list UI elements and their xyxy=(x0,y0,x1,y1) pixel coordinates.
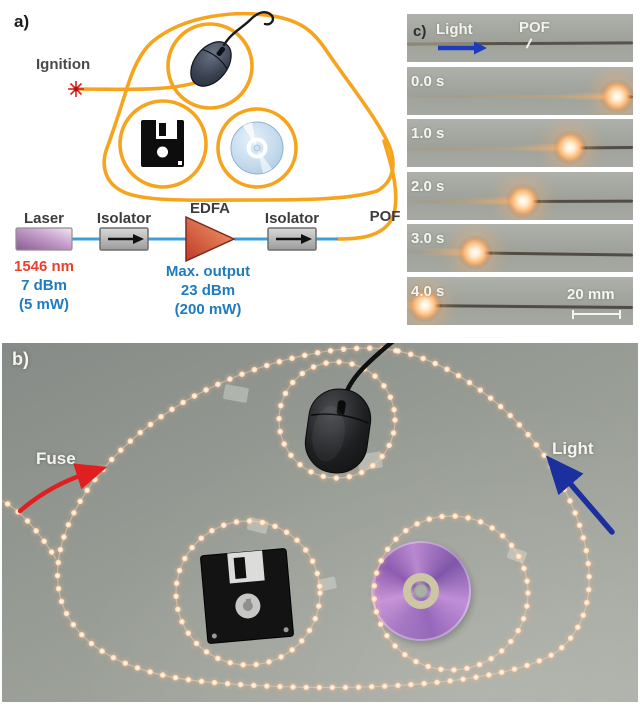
frame-time: 3.0 s xyxy=(411,230,445,247)
frame-time: 4.0 s xyxy=(411,282,445,300)
panel-c-photo-sequence: c) Light POF 0.0 s xyxy=(407,14,633,333)
cd-icon xyxy=(230,121,284,175)
laser-power-dbm: 7 dBm xyxy=(21,277,67,294)
panel-b-photo: b) Fuse Light xyxy=(2,343,638,702)
fuse-frame-1: 1.0 s xyxy=(407,119,633,167)
isolator-2-label: Isolator xyxy=(264,210,320,227)
pof-callout-label: POF xyxy=(519,19,550,36)
light-direction-label: Light xyxy=(436,21,473,38)
floppy-disk-icon xyxy=(141,120,184,167)
fuse-glow-spot xyxy=(552,130,587,165)
isolator-1-icon xyxy=(99,227,149,251)
tape-piece xyxy=(223,384,249,403)
laser-box xyxy=(15,227,73,251)
edfa-power-dbm: 23 dBm xyxy=(180,282,236,299)
panel-a-schematic: a) Ignition Laser Isolator EDFA Isolator… xyxy=(0,0,406,340)
glowing-fiber-path xyxy=(2,348,589,687)
panel-c-label: c) xyxy=(413,23,427,40)
mouse-icon xyxy=(190,41,232,87)
outer-loop xyxy=(102,11,395,202)
mouse-loop xyxy=(166,22,254,110)
fuse-glow-spot xyxy=(506,183,541,218)
signal-chain xyxy=(15,215,338,263)
edfa-power-mw: (200 mW) xyxy=(174,301,242,318)
frame-time: 2.0 s xyxy=(411,177,445,195)
edfa-max-output: Max. output xyxy=(165,263,251,280)
laser-label: Laser xyxy=(23,210,65,227)
fuse-frame-0: 0.0 s xyxy=(407,66,633,115)
cd-center-ring xyxy=(403,573,439,609)
light-label: Light xyxy=(552,439,594,458)
cd-loop xyxy=(216,107,298,189)
frame-time: 1.0 s xyxy=(411,125,445,142)
schematic-drawing xyxy=(15,11,398,263)
ignition-spark-icon xyxy=(68,81,84,97)
edfa-amplifier-icon xyxy=(185,215,236,263)
fuse-glow-spot xyxy=(457,235,492,270)
fuse-frame-4: 4.0 s 20 mm xyxy=(407,276,633,325)
isolator-1-label: Isolator xyxy=(96,210,152,227)
frame-time: 0.0 s xyxy=(411,72,445,90)
ignition-fiber-lead xyxy=(77,78,206,92)
fuse-frame-2: 2.0 s xyxy=(407,171,633,220)
laser-wavelength: 1546 nm xyxy=(13,258,75,275)
fiber-fused xyxy=(474,251,633,257)
ignition-label: Ignition xyxy=(36,56,91,73)
scale-bar-label: 20 mm xyxy=(567,285,615,303)
fuse-label: Fuse xyxy=(36,449,76,468)
cd-hub-hole xyxy=(413,583,429,599)
pof-connection xyxy=(336,139,398,241)
fuse-arrow-icon xyxy=(17,463,108,514)
panel-b-label: b) xyxy=(12,349,29,369)
pof-fiber-loops xyxy=(77,11,398,241)
fiber-fused xyxy=(425,303,633,309)
photo-overlay xyxy=(2,343,615,702)
mouse-photo xyxy=(304,343,395,474)
edfa-label: EDFA xyxy=(189,200,231,217)
isolator-2-icon xyxy=(267,227,317,251)
floppy-photo xyxy=(200,548,294,644)
floppy-loop xyxy=(118,99,208,189)
fuse-frame-3: 3.0 s xyxy=(407,224,633,272)
fuse-glow-spot xyxy=(600,78,633,113)
pof-label: POF xyxy=(369,208,401,225)
panel-a-label: a) xyxy=(14,12,30,31)
light-arrow-icon xyxy=(545,455,615,535)
light-direction-arrow-icon xyxy=(438,41,487,55)
mouse-cord xyxy=(222,11,275,47)
scale-bar xyxy=(572,309,621,319)
mouse-cable xyxy=(341,343,395,402)
laser-power-mw: (5 mW) xyxy=(19,296,69,313)
cd-photo xyxy=(371,541,471,641)
frame-header: c) Light POF xyxy=(407,14,633,62)
